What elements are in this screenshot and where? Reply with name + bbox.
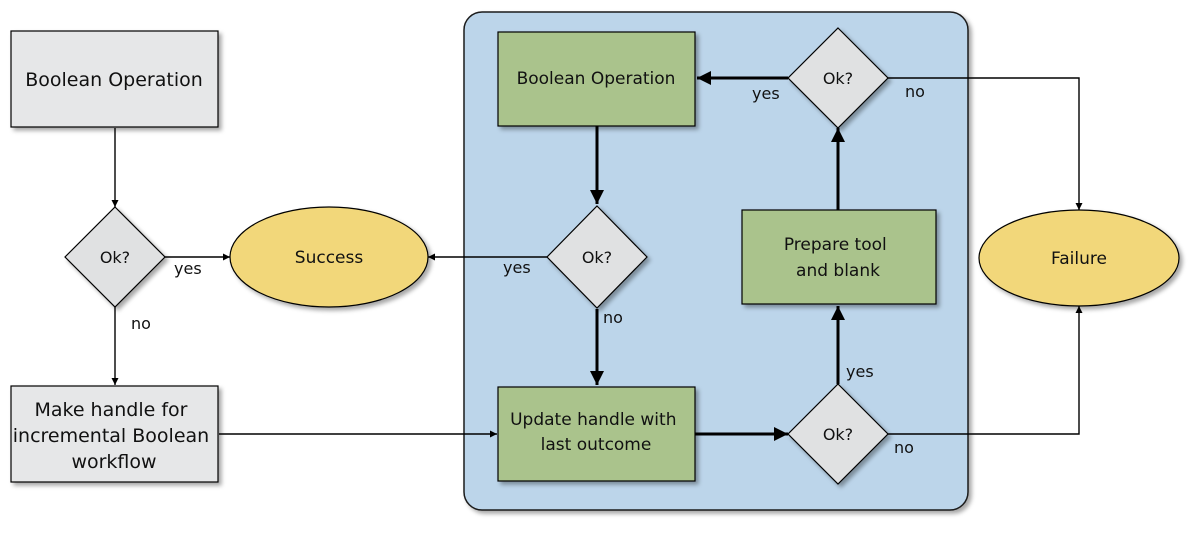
operation-decision-label: Ok? (582, 248, 612, 267)
update-handle-line-1: Update handle with (510, 410, 676, 430)
edge-bottom-decision-to-failure (888, 306, 1083, 435)
start-boolean-operation-box (10, 30, 219, 128)
operation-decision-diamond (546, 205, 648, 309)
make-handle-line-1: Make handle for (34, 399, 187, 421)
prepare-decision-label: Ok? (823, 69, 853, 88)
prepare-tool-box (741, 209, 937, 305)
loop-boolean-operation-label: Boolean Operation (517, 69, 676, 89)
start-boolean-operation-label: Boolean Operation (25, 69, 203, 91)
left-decision-diamond (64, 206, 166, 308)
connectors (111, 71, 1083, 441)
update-handle-box (497, 386, 696, 482)
edge-top-decision-to-failure (888, 77, 1083, 210)
left-decision-no-label: no (131, 314, 151, 333)
prepare-tool-label: Prepare tool and blank (784, 235, 892, 281)
prepare-tool-line-1: Prepare tool (784, 235, 887, 255)
left-decision-label: Ok? (100, 248, 130, 267)
update-decision-diamond (787, 383, 889, 485)
failure-ellipse (978, 209, 1180, 307)
success-ellipse (229, 206, 429, 308)
make-handle-line-3: workflow (71, 451, 156, 473)
make-handle-box (10, 385, 219, 483)
update-decision-yes-label: yes (846, 362, 874, 381)
make-handle-line-2: incremental Boolean (13, 425, 209, 447)
prepare-decision-yes-label: yes (752, 84, 780, 103)
update-decision-label: Ok? (823, 425, 853, 444)
make-handle-label: Make handle for incremental Boolean work… (13, 399, 216, 473)
loop-boolean-operation-box (497, 31, 696, 127)
success-label: Success (295, 248, 364, 268)
update-handle-line-2: last outcome (541, 435, 652, 455)
prepare-tool-line-2: and blank (796, 261, 880, 281)
operation-decision-yes-label: yes (503, 258, 531, 277)
failure-label: Failure (1051, 249, 1107, 269)
prepare-decision-diamond (787, 27, 889, 129)
update-handle-label: Update handle with last outcome (510, 410, 682, 455)
update-decision-no-label: no (894, 438, 914, 457)
operation-decision-no-label: no (603, 308, 623, 327)
prepare-decision-no-label: no (905, 82, 925, 101)
left-decision-yes-label: yes (174, 259, 202, 278)
